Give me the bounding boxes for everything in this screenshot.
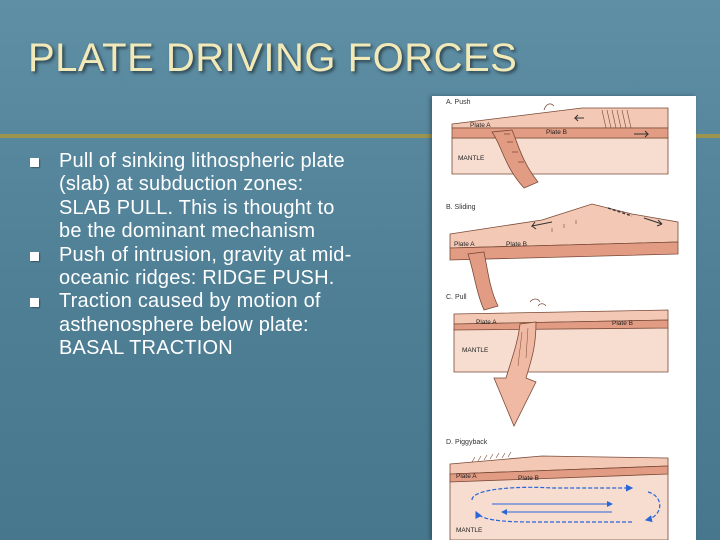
bullet-marker-icon [30, 298, 39, 308]
bullet-marker-icon [30, 251, 39, 261]
panel-pull: C. Pull Plate A Plate B MANTLE [446, 294, 669, 427]
bullet-basal-traction: Traction caused by motion of asthenosphe… [30, 290, 360, 360]
slide-title: PLATE DRIVING FORCES [28, 36, 518, 80]
panel-push: A. Push Plate A Plate B MANTLE [446, 99, 669, 189]
bullet-slab-pull: Pull of sinking lithospheric plate (slab… [30, 150, 360, 244]
panel-c-plate-a: Plate A [476, 319, 497, 326]
panel-a-plate-a: Plate A [470, 122, 491, 129]
panel-a-mantle: MANTLE [458, 155, 485, 162]
panel-b-heading: B. Sliding [446, 204, 476, 211]
bullet-text: Pull of sinking lithospheric plate (slab… [59, 150, 345, 243]
panel-d-plate-b: Plate B [518, 475, 539, 482]
panel-b-plate-b: Plate B [506, 241, 527, 248]
panel-sliding: B. Sliding Plate A Plate B [446, 203, 679, 311]
panel-d-heading: D. Piggyback [446, 439, 488, 446]
panel-d-mantle: MANTLE [456, 527, 483, 534]
panel-a-heading: A. Push [446, 99, 471, 106]
bullet-text: Push of intrusion, gravity at mid-oceani… [59, 243, 352, 290]
bullet-ridge-push: Push of intrusion, gravity at mid-oceani… [30, 244, 360, 291]
bullet-marker-icon [30, 158, 39, 167]
panel-c-plate-b: Plate B [612, 320, 633, 327]
panel-b-plate-a: Plate A [454, 241, 475, 248]
panel-c-mantle: MANTLE [462, 347, 489, 354]
title-divider [0, 134, 720, 138]
bullet-list: Pull of sinking lithospheric plate (slab… [30, 150, 360, 361]
panel-c-heading: C. Pull [446, 294, 467, 301]
panel-d-plate-a: Plate A [456, 473, 477, 480]
plate-forces-illustration: A. Push Plate A Plate B MANTLE B. Slidin… [432, 96, 696, 540]
bullet-text: Traction caused by motion of asthenosphe… [59, 290, 321, 360]
panel-a-plate-b: Plate B [546, 129, 567, 136]
panel-piggyback: D. Piggyback Plate A Plate B MANTLE [446, 439, 669, 540]
